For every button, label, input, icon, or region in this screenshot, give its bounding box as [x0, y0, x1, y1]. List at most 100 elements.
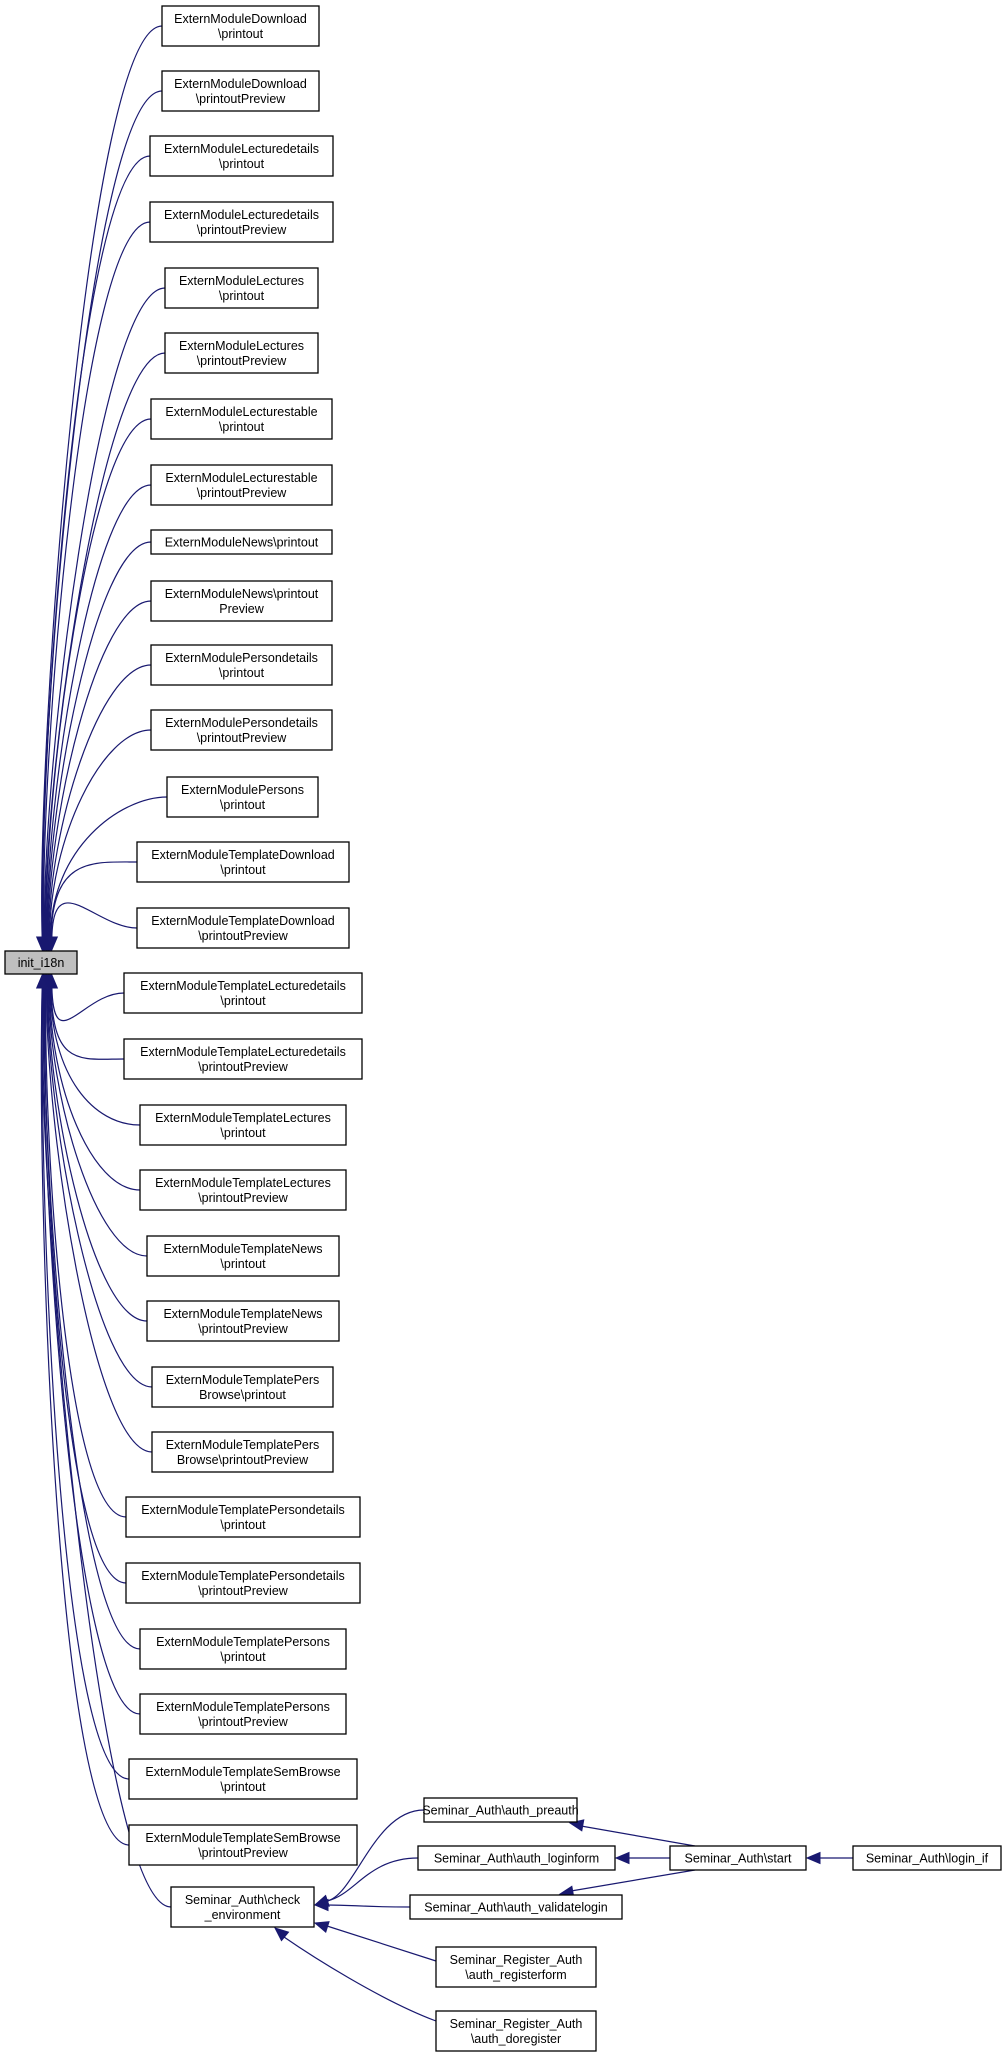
- node-label-line: ExternModuleTemplateDownload: [151, 848, 334, 862]
- node-box: [417, 1845, 616, 1871]
- node-label-line: Preview: [219, 602, 264, 616]
- node-externmodulepersondetails-printout[interactable]: ExternModulePersondetails\printout: [150, 644, 333, 686]
- node-label-line: ExternModuleTemplateNews: [163, 1307, 322, 1321]
- node-box: [852, 1845, 1002, 1871]
- edge-line: [43, 986, 141, 1650]
- node-externmoduletemplatepersondetails-printoutpreview[interactable]: ExternModuleTemplatePersondetails\printo…: [125, 1562, 361, 1604]
- node-seminar-auth-start[interactable]: Seminar_Auth\start: [669, 1845, 807, 1871]
- edge-line: [570, 1869, 696, 1892]
- node-box: [139, 1104, 347, 1146]
- edge-line: [51, 986, 125, 1022]
- node-label-line: \printout: [220, 1650, 266, 1664]
- node-externmoduletemplatepersondetails-printout[interactable]: ExternModuleTemplatePersondetails\printo…: [125, 1496, 361, 1538]
- node-label-line: Seminar_Auth\login_if: [866, 1852, 989, 1866]
- node-label-line: \printout: [219, 289, 265, 303]
- node-externmoduletemplatepersons-printout[interactable]: ExternModuleTemplatePersons\printout: [139, 1628, 347, 1670]
- node-box: [150, 464, 333, 506]
- node-externmoduletemplatesembrowse-printoutpreview[interactable]: ExternModuleTemplateSemBrowse\printoutPr…: [128, 1824, 358, 1866]
- node-label-line: ExternModuleTemplateSemBrowse: [145, 1831, 340, 1845]
- node-externmodulelectures-printoutpreview[interactable]: ExternModuleLectures\printoutPreview: [164, 332, 319, 374]
- edge-n15-to-init: [45, 902, 138, 952]
- node-label-line: \printout: [219, 157, 265, 171]
- node-label-line: ExternModuleTemplateDownload: [151, 914, 334, 928]
- edge-start-to-loginform: [614, 1851, 670, 1865]
- node-label-line: ExternModuleLectures: [179, 274, 304, 288]
- node-box: [123, 1038, 363, 1080]
- node-label-line: ExternModuleTemplatePers: [166, 1438, 320, 1452]
- node-box: [151, 1366, 334, 1408]
- node-externmoduletemplatelectures-printout[interactable]: ExternModuleTemplateLectures\printout: [139, 1104, 347, 1146]
- node-label-line: \printoutPreview: [198, 1584, 289, 1598]
- node-externmoduletemplatenews-printoutpreview[interactable]: ExternModuleTemplateNews\printoutPreview: [146, 1300, 340, 1342]
- node-seminar-auth-check-environment[interactable]: Seminar_Auth\check_environment: [170, 1886, 315, 1928]
- node-externmodulelectures-printout[interactable]: ExternModuleLectures\printout: [164, 267, 319, 309]
- node-externmodulepersondetails-printoutpreview[interactable]: ExternModulePersondetails\printoutPrevie…: [150, 709, 333, 751]
- node-box: [136, 907, 350, 949]
- edge-line: [45, 418, 152, 939]
- node-label-line: \printoutPreview: [196, 92, 287, 106]
- edge-line: [326, 1809, 425, 1902]
- node-externmodulelecturedetails-printout[interactable]: ExternModuleLecturedetails\printout: [149, 135, 334, 177]
- node-init-i18n[interactable]: init_i18n: [4, 950, 78, 975]
- node-label-line: \printoutPreview: [198, 1846, 289, 1860]
- node-externmoduletemplatedownload-printout[interactable]: ExternModuleTemplateDownload\printout: [136, 841, 350, 883]
- node-label-line: \printout: [219, 420, 265, 434]
- node-externmodulelecturedetails-printoutpreview[interactable]: ExternModuleLecturedetails\printoutPrevi…: [149, 201, 334, 243]
- node-externmoduletemplatenews-printout[interactable]: ExternModuleTemplateNews\printout: [146, 1235, 340, 1277]
- node-box: [164, 332, 319, 374]
- node-seminar-register-auth-auth-doregister[interactable]: Seminar_Register_Auth\auth_doregister: [435, 2010, 597, 2052]
- node-externmodulelecturestable-printoutpreview[interactable]: ExternModuleLecturestable\printoutPrevie…: [150, 464, 333, 506]
- edge-line: [580, 1825, 696, 1847]
- node-label-line: ExternModuleLectures: [179, 339, 304, 353]
- edge-n16-to-init: [45, 973, 125, 1022]
- node-seminar-auth-auth-loginform[interactable]: Seminar_Auth\auth_loginform: [417, 1845, 616, 1871]
- node-seminar-auth-auth-preauth[interactable]: Seminar_Auth\auth_preauth: [422, 1797, 579, 1823]
- node-label-line: \printoutPreview: [197, 486, 288, 500]
- node-box: [123, 972, 363, 1014]
- nodes-layer: init_i18nExternModuleDownload\printoutEx…: [4, 5, 1002, 2052]
- edge-line: [45, 986, 127, 1518]
- arrowhead: [805, 1851, 821, 1865]
- node-externmoduletemplatepersons-printoutpreview[interactable]: ExternModuleTemplatePersons\printoutPrev…: [139, 1693, 347, 1735]
- node-externmoduletemplatepers-browse-printoutpreview[interactable]: ExternModuleTemplatePersBrowse\printoutP…: [151, 1431, 334, 1473]
- node-box: [139, 1628, 347, 1670]
- edge-registerform-to-check: [313, 1921, 437, 1962]
- node-externmodulenews-printout-preview[interactable]: ExternModuleNews\printoutPreview: [150, 580, 333, 622]
- node-label-line: ExternModuleTemplateLectures: [155, 1111, 331, 1125]
- edge-n1-to-init: [35, 25, 163, 952]
- node-externmoduletemplatedownload-printoutpreview[interactable]: ExternModuleTemplateDownload\printoutPre…: [136, 907, 350, 949]
- node-seminar-auth-login-if[interactable]: Seminar_Auth\login_if: [852, 1845, 1002, 1871]
- arrowhead: [313, 1921, 330, 1934]
- node-externmoduletemplatelectures-printoutpreview[interactable]: ExternModuleTemplateLectures\printoutPre…: [139, 1169, 347, 1211]
- node-externmoduletemplatesembrowse-printout[interactable]: ExternModuleTemplateSemBrowse\printout: [128, 1758, 358, 1800]
- node-label-line: Seminar_Auth\auth_loginform: [434, 1852, 599, 1866]
- node-seminar-auth-auth-validatelogin[interactable]: Seminar_Auth\auth_validatelogin: [409, 1894, 623, 1920]
- node-label-line: ExternModuleLecturedetails: [164, 142, 319, 156]
- node-label-line: ExternModuleTemplatePersondetails: [141, 1569, 345, 1583]
- arrowhead: [313, 1898, 329, 1912]
- node-externmoduledownload-printoutpreview[interactable]: ExternModuleDownload\printoutPreview: [161, 70, 320, 112]
- node-externmoduletemplatelecturedetails-printoutpreview[interactable]: ExternModuleTemplateLecturedetails\print…: [123, 1038, 363, 1080]
- node-seminar-register-auth-auth-registerform[interactable]: Seminar_Register_Auth\auth_registerform: [435, 1946, 597, 1988]
- edge-line: [49, 729, 152, 939]
- node-externmodulenews-printout[interactable]: ExternModuleNews\printout: [150, 529, 333, 555]
- edge-line: [43, 221, 151, 939]
- node-box: [161, 5, 320, 47]
- node-box: [149, 135, 334, 177]
- edge-loginif-to-start: [805, 1851, 853, 1865]
- node-label-line: \auth_doregister: [471, 2032, 561, 2046]
- node-label-line: ExternModuleTemplateSemBrowse: [145, 1765, 340, 1779]
- node-label-line: \printout: [220, 1518, 266, 1532]
- node-box: [149, 201, 334, 243]
- node-externmoduledownload-printout[interactable]: ExternModuleDownload\printout: [161, 5, 320, 47]
- node-box: [435, 2010, 597, 2052]
- node-externmoduletemplatelecturedetails-printout[interactable]: ExternModuleTemplateLecturedetails\print…: [123, 972, 363, 1014]
- node-label-line: ExternModuleDownload: [174, 12, 307, 26]
- node-externmodulelecturestable-printout[interactable]: ExternModuleLecturestable\printout: [150, 398, 333, 440]
- node-label-line: ExternModuleLecturestable: [165, 471, 317, 485]
- node-externmodulepersons-printout[interactable]: ExternModulePersons\printout: [166, 776, 319, 818]
- edge-line: [50, 861, 138, 939]
- node-label-line: \printoutPreview: [198, 1715, 289, 1729]
- node-label-line: Browse\printoutPreview: [177, 1453, 309, 1467]
